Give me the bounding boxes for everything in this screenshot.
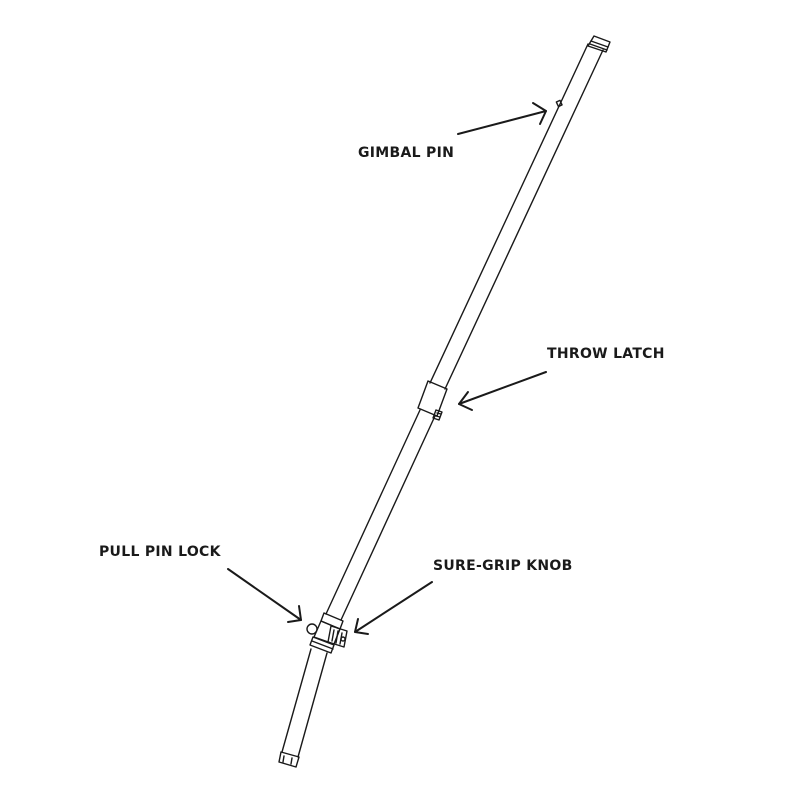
knob-assembly [306, 612, 348, 654]
lower-pole-section [278, 648, 328, 768]
throw-latch-collar [417, 380, 448, 421]
gimbal-pin-arrow [457, 102, 547, 135]
sure-grip-knob-label: SURE-GRIP KNOB [433, 558, 573, 574]
pull-pin-lock-arrow [227, 568, 302, 623]
middle-pole-section [325, 409, 436, 621]
upper-pole-section [429, 35, 611, 390]
throw-latch-arrow [458, 371, 547, 411]
gimbal-pin-label: GIMBAL PIN [358, 145, 455, 161]
gimbal-pin-icon [555, 99, 563, 108]
sure-grip-knob-icon [327, 625, 348, 648]
sure-grip-knob-arrow [354, 581, 433, 635]
bottom-end-cap-icon [278, 751, 300, 768]
pull-pin-lock-label: PULL PIN LOCK [99, 544, 221, 560]
throw-latch-label: THROW LATCH [547, 346, 665, 362]
top-end-cap-icon [587, 35, 611, 53]
pull-pin-lock-icon [306, 623, 318, 635]
